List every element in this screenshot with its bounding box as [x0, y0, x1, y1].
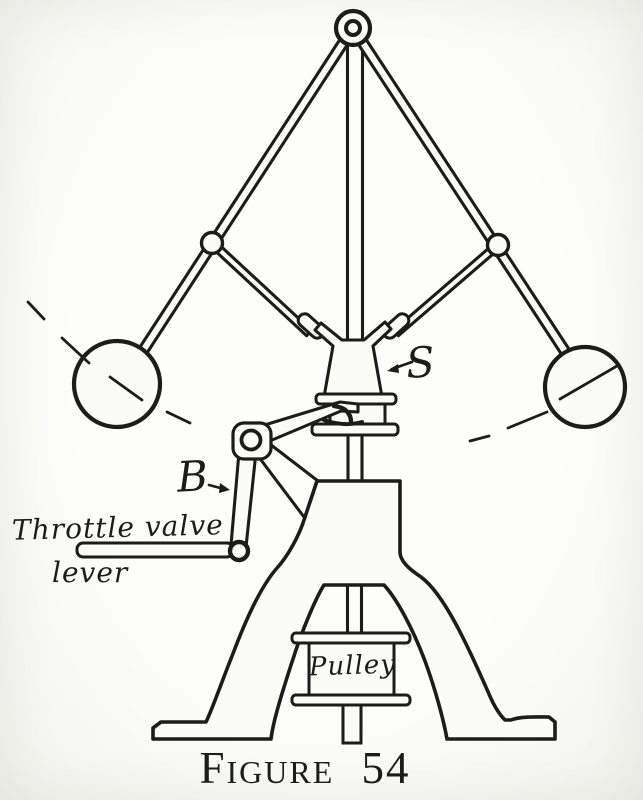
pulley — [290, 631, 412, 745]
spindle-lower — [345, 435, 364, 635]
ball-path-dashed-right — [468, 364, 619, 443]
pulley-label: Pulley — [308, 649, 397, 683]
bell-crank-label-arrow — [207, 483, 230, 493]
flyball-left — [71, 338, 163, 430]
flyball-right — [542, 344, 628, 430]
bell-crank — [229, 400, 364, 549]
ball-path-dashed-left — [26, 300, 192, 425]
throttle-valve-label-line1: Throttle valve — [11, 508, 225, 547]
arm-joint-right — [485, 232, 511, 258]
pedestal — [151, 479, 557, 741]
throttle-valve-label-line2: lever — [52, 556, 129, 589]
governor-arm-right — [355, 35, 578, 367]
governor-arm-left — [131, 35, 351, 365]
link-left — [208, 238, 313, 338]
sleeve-label: S — [404, 337, 437, 388]
throttle-lever — [75, 539, 251, 563]
arm-joint-left — [199, 230, 225, 256]
figure-caption: Figure 54 — [199, 743, 411, 793]
sleeve — [313, 320, 393, 399]
sleeve-label-arrow — [387, 360, 414, 373]
top-pivot — [333, 8, 373, 48]
bell-crank-label: B — [175, 451, 210, 502]
spindle-upper — [345, 44, 365, 345]
